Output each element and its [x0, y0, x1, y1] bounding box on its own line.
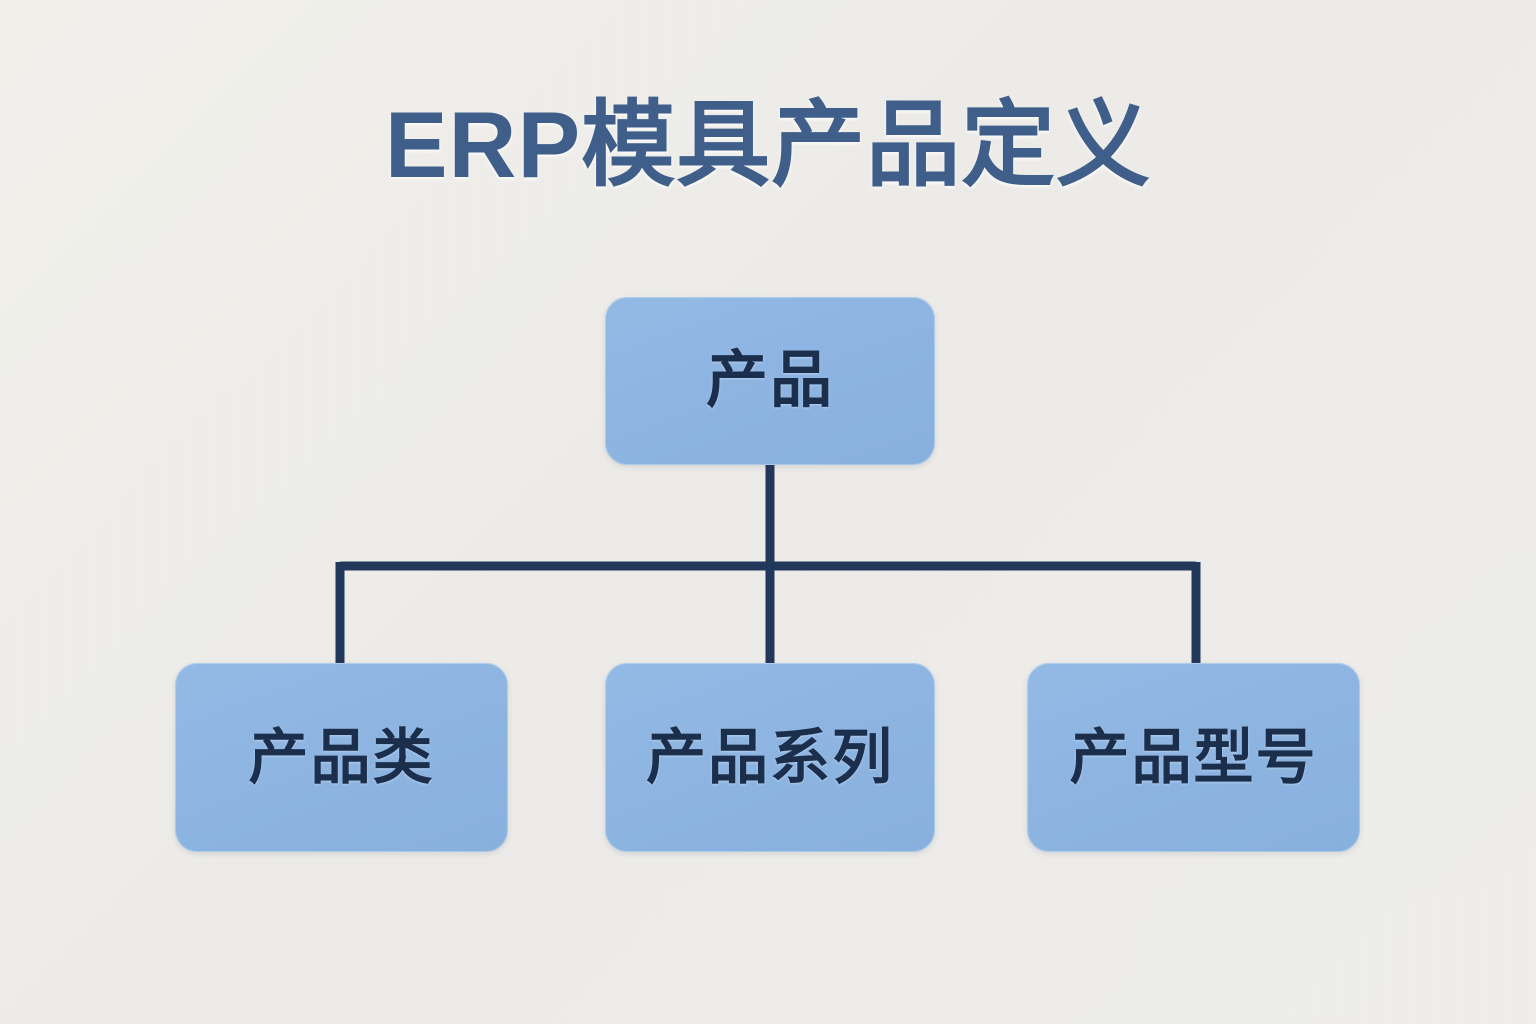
node-product-series[interactable]: 产品系列: [605, 663, 935, 852]
node-product-model-label: 产品型号: [1069, 723, 1318, 791]
page-title: ERP模具产品定义: [384, 92, 1152, 197]
node-product-series-label: 产品系列: [646, 723, 894, 791]
node-product-label: 产品: [705, 346, 834, 415]
node-product-category[interactable]: 产品类: [175, 663, 508, 852]
node-product-category-label: 产品类: [248, 723, 435, 791]
node-product[interactable]: 产品: [605, 297, 935, 465]
node-product-model[interactable]: 产品型号: [1027, 663, 1360, 852]
